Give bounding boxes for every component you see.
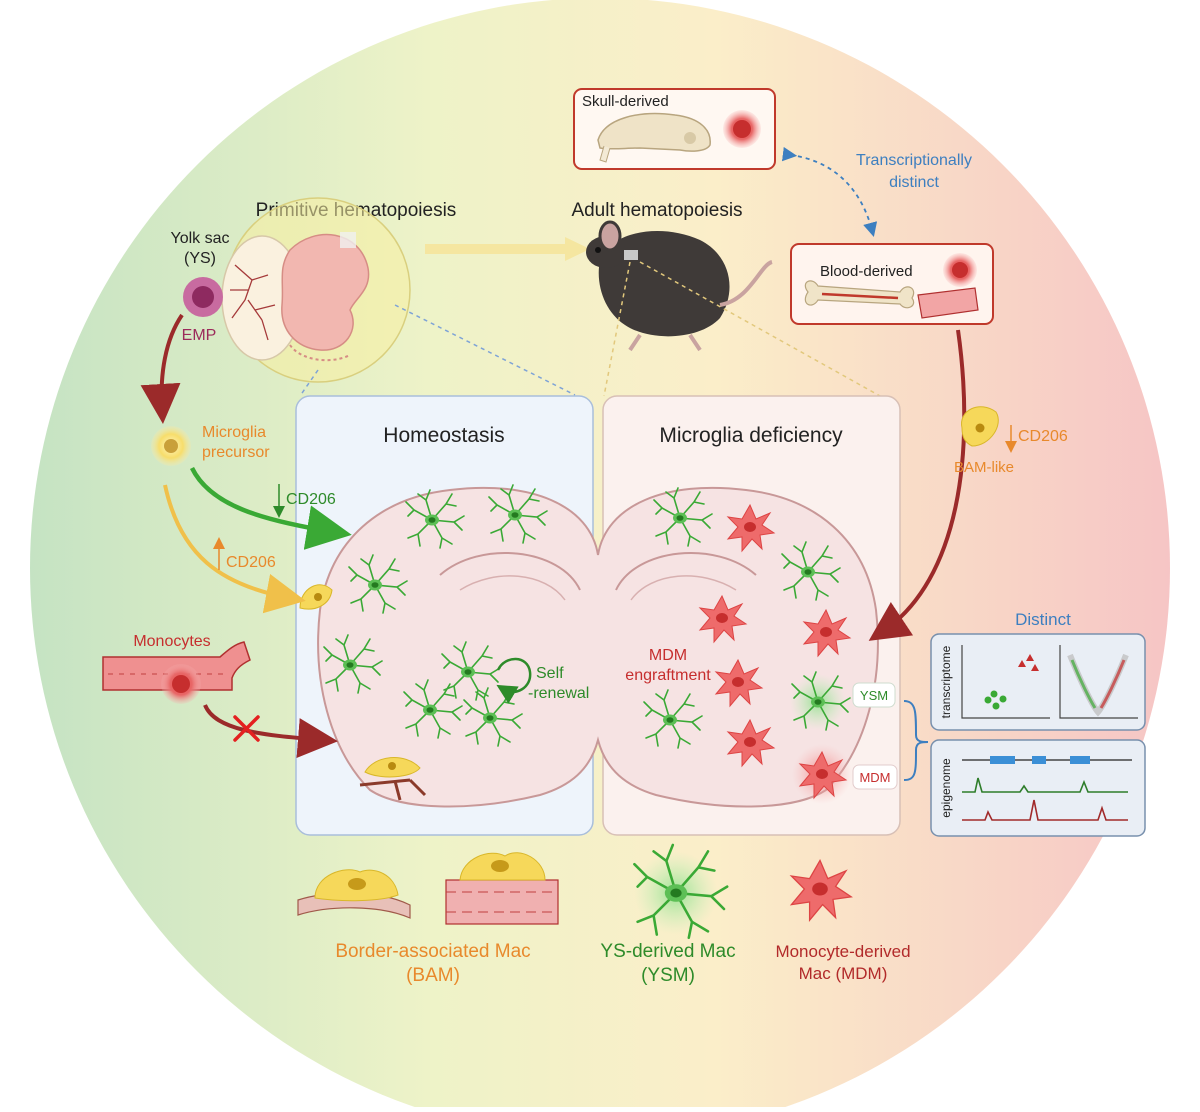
legend-bam-label-2: (BAM) [406, 965, 460, 986]
blood-derived-label: Blood-derived [820, 263, 913, 280]
legend-ysm-icon [633, 843, 729, 940]
brain-icon [317, 486, 879, 808]
bracket [903, 700, 929, 781]
transcriptionally-label: Transcriptionally [856, 152, 972, 169]
cd206-orange-label: CD206 [226, 554, 276, 571]
legend-bam-meninges-icon [297, 869, 411, 919]
blood-derived-box: Blood-derived [790, 243, 994, 325]
legend-mdm-label-2: Mac (MDM) [799, 964, 888, 983]
legend-bam-label-1: Border-associated Mac [335, 941, 530, 962]
adult-hematopoiesis-label: Adult hematopoiesis [571, 200, 742, 221]
renewal-label: -renewal [528, 685, 589, 702]
homeostasis-edge-bam [299, 584, 333, 610]
bam-like-label: BAM-like [954, 459, 1014, 476]
transcriptionally-distinct-annotation: Transcriptionally distinct [781, 146, 972, 237]
blood-vessel-icon [917, 287, 979, 319]
yolk-sac-label-2: (YS) [184, 250, 216, 267]
skull-derived-box: Skull-derived [573, 88, 776, 170]
transcriptome-label: transcriptome [939, 645, 953, 718]
microglia-precursor-label-1: Microglia [202, 424, 266, 441]
bone-icon [804, 280, 915, 309]
self-renewal-arrow [496, 657, 532, 704]
precursor-to-bam-arrow [163, 484, 306, 614]
bam-like-cell [961, 406, 999, 447]
skull-icon [597, 112, 711, 163]
distinct-small-label: distinct [889, 174, 939, 191]
legend-ysm-label-2: (YSM) [641, 965, 695, 986]
homeostasis-bam-vessel [359, 756, 427, 801]
ysm-tag [852, 682, 896, 708]
deficiency-ysm-cells [643, 487, 851, 749]
zoom-dashed-lines [299, 261, 881, 397]
legend-bam-vessel-icon [445, 852, 559, 925]
mdm-tag-label: MDM [859, 770, 890, 785]
monocyte-vessel-icon [102, 641, 251, 704]
distinct-label: Distinct [1015, 610, 1071, 629]
skull-derived-label: Skull-derived [582, 93, 669, 110]
legend-ysm-label-1: YS-derived Mac [600, 941, 735, 962]
mdm-engraftment-label-1: MDM [649, 647, 687, 664]
mdm-engraftment-label-2: engraftment [625, 667, 711, 684]
blood-to-brain-arrow [868, 329, 967, 641]
yolk-sac-label-1: Yolk sac [171, 230, 230, 247]
red-x-icon [233, 715, 260, 742]
homeostasis-title: Homeostasis [383, 424, 504, 447]
cd206-green-label: CD206 [286, 491, 336, 508]
monocytes-label: Monocytes [133, 633, 210, 650]
emp-label: EMP [182, 327, 217, 344]
legend-mdm-label-1: Monocyte-derived [775, 942, 910, 961]
mouse-icon [586, 220, 773, 352]
deficiency-mdm-cells [699, 504, 852, 804]
ysm-tag-label: YSM [860, 688, 888, 703]
epigenome-label: epigenome [939, 758, 953, 818]
precursor-to-ysm-arrow [189, 466, 352, 550]
epigenome-panel: epigenome [930, 739, 1146, 837]
cd206-bam-like-label: CD206 [1018, 428, 1068, 445]
self-label: Self [536, 665, 564, 682]
mdm-tag [852, 764, 898, 790]
transcriptome-panel: transcriptome [930, 633, 1146, 731]
emp-to-precursor-arrow [140, 313, 184, 424]
microglia-precursor-label-2: precursor [202, 444, 270, 461]
deficiency-title: Microglia deficiency [659, 424, 843, 447]
